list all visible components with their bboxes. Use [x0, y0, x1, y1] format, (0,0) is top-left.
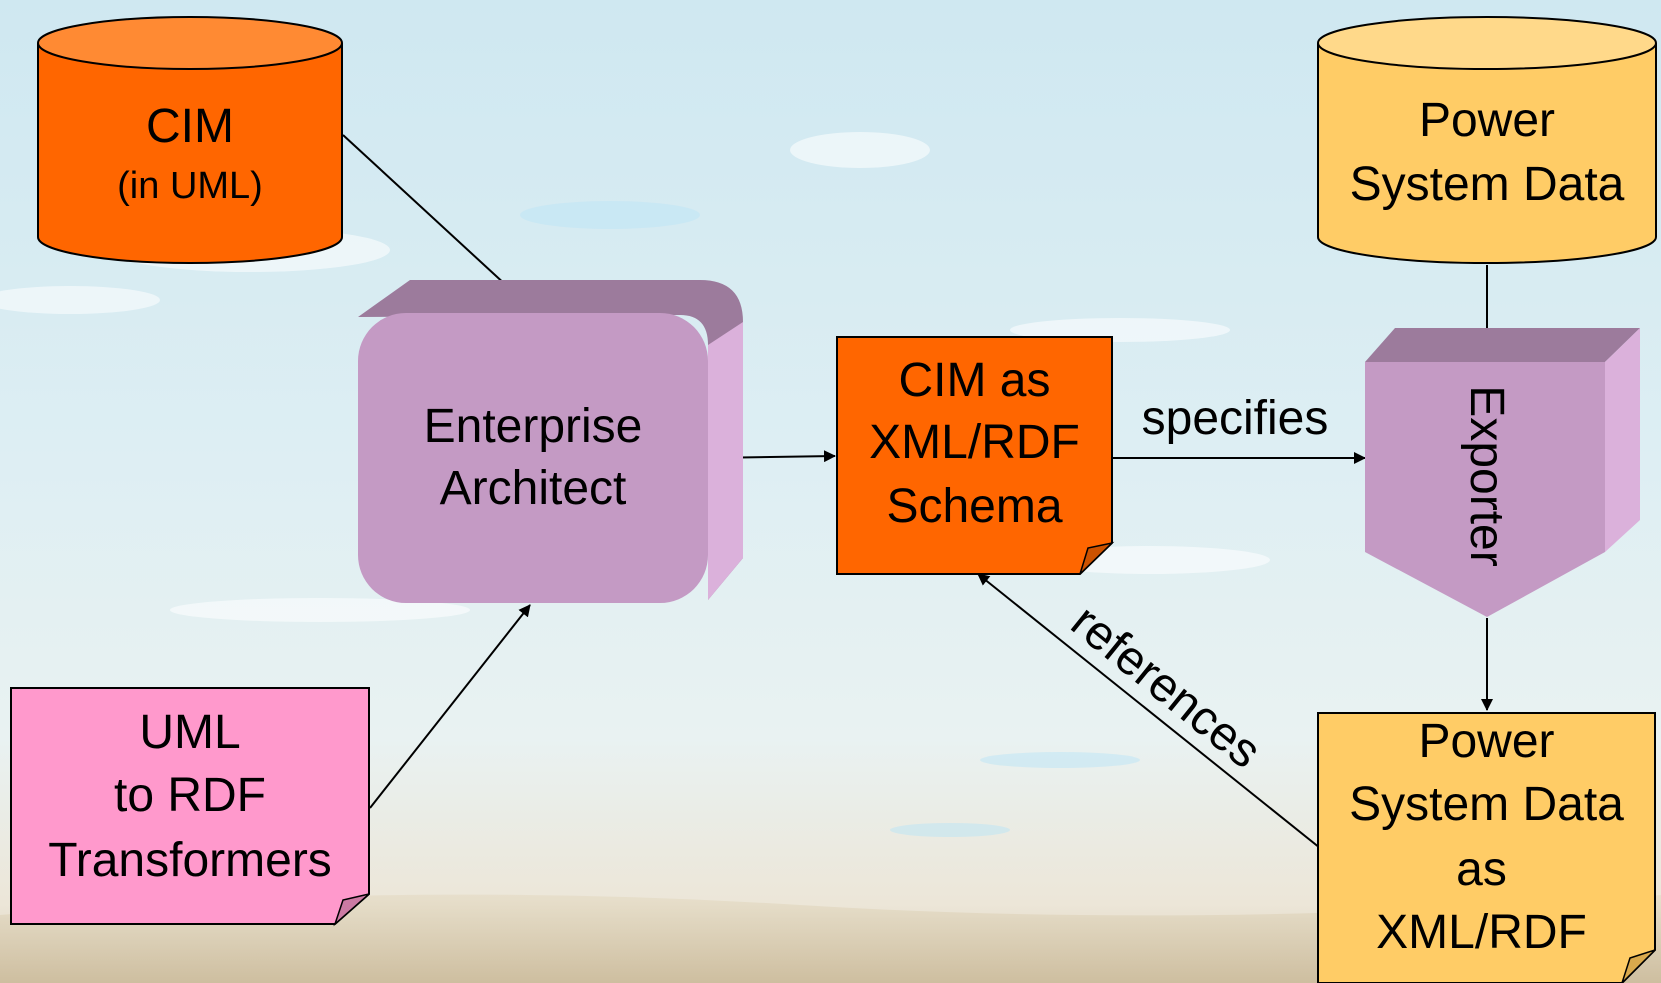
background-ground — [0, 894, 1661, 983]
exporter-shape — [1365, 328, 1640, 617]
edge-rdf-to-schema — [977, 573, 1321, 849]
power-system-data-database — [1317, 16, 1657, 264]
edge-transformers-to-ea — [369, 604, 531, 809]
power-data-rdf-note — [1317, 712, 1656, 983]
cim-schema-note — [836, 336, 1115, 575]
cim-database — [37, 16, 343, 264]
enterprise-architect-box — [358, 280, 743, 603]
uml-transformers-note — [10, 687, 370, 927]
